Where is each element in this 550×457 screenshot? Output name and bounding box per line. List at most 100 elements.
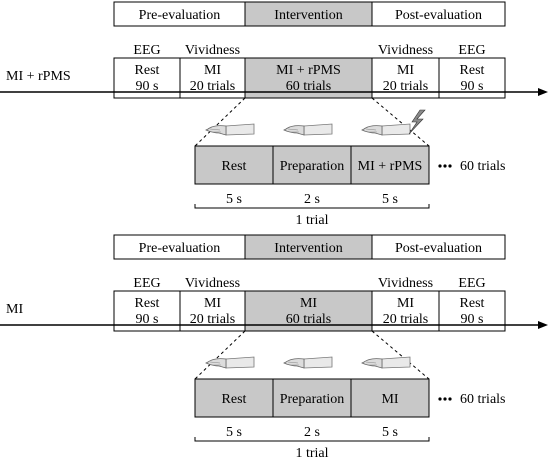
block-label: Rest (460, 63, 485, 78)
trial-step-box (350, 378, 430, 418)
zoom-line (371, 330, 430, 380)
block-label: 60 trials (286, 79, 332, 94)
duration-label: 5 s (382, 425, 398, 440)
hand-with-stimulation-icon (361, 109, 426, 136)
phase-box (371, 1, 506, 27)
trial-step-label: Preparation (280, 159, 345, 174)
block-label: MI (204, 63, 221, 78)
block-label: 20 trials (190, 312, 236, 327)
finger-lines (209, 361, 221, 366)
phase-box (244, 234, 373, 260)
block-label: MI (300, 296, 317, 311)
zoom-line (194, 97, 246, 147)
trial-step-label: Rest (222, 159, 247, 174)
trial-step-box (350, 145, 430, 185)
column-label: EEG (458, 276, 485, 291)
block-label: 60 trials (286, 312, 332, 327)
forearm (303, 123, 333, 136)
phase-label: Intervention (274, 8, 342, 23)
block-label: 20 trials (190, 79, 236, 94)
trial-count-label: 60 trials (460, 392, 506, 407)
block-label: Rest (135, 63, 160, 78)
duration-label: 2 s (304, 425, 320, 440)
column-label: Vividness (185, 276, 240, 291)
block-label: Rest (135, 296, 160, 311)
duration-label: 5 s (226, 425, 242, 440)
block-label: MI (397, 63, 414, 78)
duration-label: 5 s (226, 192, 242, 207)
relaxed-hand-icon (361, 356, 411, 369)
phase-box (244, 1, 373, 27)
forearm (381, 123, 411, 136)
finger-lines (287, 361, 299, 366)
phase-label: Pre-evaluation (139, 8, 221, 23)
block-label: 90 s (461, 79, 484, 94)
ellipsis-dot (438, 164, 442, 168)
pointing-hand-icon (283, 123, 333, 136)
trial-step-label: MI + rPMS (358, 159, 423, 174)
forearm (381, 356, 411, 369)
trial-bracket (194, 437, 430, 442)
column-label: EEG (133, 276, 160, 291)
panel-mi: Pre-evaluation Intervention Post-evaluatio… (0, 234, 548, 457)
condition-label: MI + rPMS (6, 69, 71, 84)
trial-step-label: Rest (222, 392, 247, 407)
phase-box (371, 234, 506, 260)
duration-label: 5 s (382, 192, 398, 207)
trial-bracket (194, 204, 430, 209)
block-label: 20 trials (383, 79, 429, 94)
trial-step-box (272, 378, 352, 418)
forearm (303, 356, 333, 369)
phase-box (113, 1, 246, 27)
block-label: 20 trials (383, 312, 429, 327)
palm (361, 358, 383, 369)
condition-label: MI (6, 302, 23, 317)
pointing-hand-icon (205, 356, 255, 369)
block-label: Rest (460, 296, 485, 311)
block-label: MI (204, 296, 221, 311)
pointing-hand-icon (283, 356, 333, 369)
column-label: EEG (133, 43, 160, 58)
block-label: MI + rPMS (276, 63, 341, 78)
stimulation-bolt-icon (408, 109, 426, 135)
block-label: 90 s (461, 312, 484, 327)
trial-label: 1 trial (295, 213, 328, 228)
duration-label: 2 s (304, 192, 320, 207)
ellipsis-dot (438, 397, 442, 401)
zoom-line (371, 97, 430, 147)
column-label: Vividness (378, 43, 433, 58)
phase-label: Pre-evaluation (139, 241, 221, 256)
panel-mi-rpms: Pre-evaluation Intervention Post-evaluatio… (0, 1, 548, 228)
trial-label: 1 trial (295, 446, 328, 457)
timeline-arrowhead (538, 321, 548, 329)
ellipsis-dot (443, 397, 447, 401)
palm (205, 358, 227, 369)
block-label: 90 s (136, 79, 159, 94)
block-label: MI (397, 296, 414, 311)
ellipsis-dot (443, 164, 447, 168)
phase-label: Post-evaluation (395, 241, 482, 256)
trial-step-label: MI (381, 392, 398, 407)
forearm (225, 356, 255, 369)
finger-lines (209, 128, 221, 133)
palm (361, 125, 383, 136)
block-label: 90 s (136, 312, 159, 327)
phase-label: Post-evaluation (395, 8, 482, 23)
column-label: Vividness (185, 43, 240, 58)
trial-count-label: 60 trials (460, 159, 506, 174)
phase-label: Intervention (274, 241, 342, 256)
ellipsis-dot (448, 164, 452, 168)
forearm (225, 123, 255, 136)
zoom-line (194, 330, 246, 380)
column-label: EEG (458, 43, 485, 58)
trial-step-box (272, 145, 352, 185)
finger-lines (365, 128, 377, 133)
column-label: Vividness (378, 276, 433, 291)
timeline-arrowhead (538, 88, 548, 96)
palm (205, 125, 227, 136)
finger-lines (365, 361, 377, 366)
trial-step-box (194, 145, 274, 185)
palm (283, 125, 305, 136)
trial-step-label: Preparation (280, 392, 345, 407)
